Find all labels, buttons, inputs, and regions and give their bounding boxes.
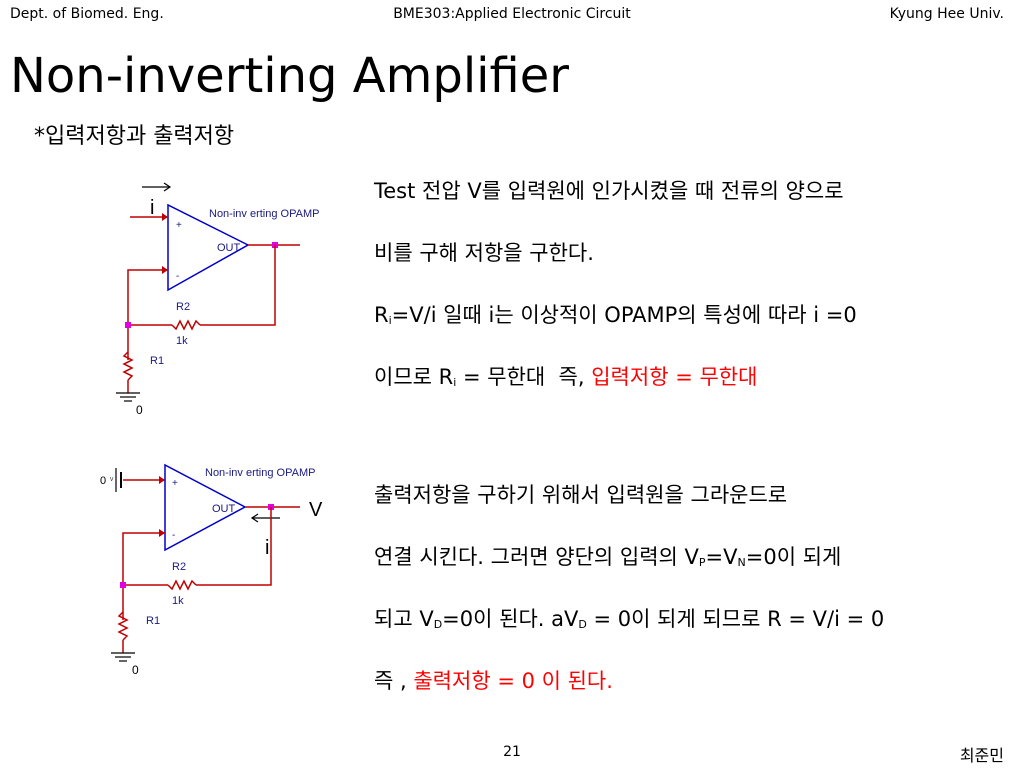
current-label: i (265, 537, 269, 559)
subscript: N (737, 556, 746, 569)
text-line-1: Test 전압 V를 입력원에 인가시켰을 때 전류의 양으로 (374, 179, 844, 203)
pin-arrow (162, 266, 168, 274)
r2-label: R2 (172, 561, 186, 573)
text-fragment: =0이 되게 (745, 545, 842, 569)
text-fragment: 즉 , (374, 669, 414, 693)
text-line-2: 비를 구해 저항을 구한다. (374, 241, 594, 265)
resistor-r1 (117, 611, 129, 641)
r1-label: R1 (146, 615, 160, 627)
page-number: 21 (503, 744, 521, 760)
feedback-wire (196, 507, 272, 586)
r2-value: 1k (176, 335, 188, 347)
r2-label: R2 (176, 301, 190, 313)
subscript: D (578, 618, 587, 631)
text-fragment: 이므로 R (374, 365, 454, 389)
pin-arrow (159, 529, 165, 537)
header-course: BME303:Applied Electronic Circuit (393, 6, 631, 22)
text-line-5: 출력저항을 구하기 위해서 입력원을 그라운드로 (374, 483, 788, 507)
circuit-output-resistance: 0 V Non-inv erting OPAMP + - OUT V i R2 … (100, 463, 323, 677)
opamp-label: Non-inv erting OPAMP (205, 467, 315, 479)
author-name: 최준민 (959, 746, 1004, 765)
feedback-node (120, 582, 126, 588)
text-fragment: R (374, 303, 389, 327)
pin-arrow (159, 476, 165, 484)
resistor-r1 (122, 351, 134, 381)
text-line-8: 즉 , 출력저항 = 0 이 된다. (374, 666, 1014, 696)
feedback-node (125, 322, 131, 328)
voltage-label: V (309, 499, 323, 521)
text-line-7: 되고 VD=0이 된다. aVD = 0이 되게 되므로 R = V/i = 0 (374, 604, 1014, 640)
text-fragment: = 무한대 즉, (456, 365, 592, 389)
current-label: i (150, 197, 154, 219)
resistor-r2 (171, 319, 201, 331)
source-label: 0 (100, 475, 106, 487)
arrow-head (250, 513, 259, 523)
minus-label: - (172, 530, 175, 541)
subscript: i (453, 376, 457, 389)
opamp-symbol (164, 463, 247, 552)
out-label: OUT (212, 503, 236, 515)
text-fragment: = 0이 되게 되므로 R = V/i = 0 (586, 607, 885, 631)
text-line-3: Ri=V/i 일때 i는 이상적이 OPAMP의 특성에 따라 i =0 (374, 300, 1014, 336)
text-fragment: 되고 V (374, 607, 434, 631)
highlight-output-resistance: 출력저항 = 0 이 된다. (413, 669, 613, 693)
ground-label: 0 (132, 663, 139, 677)
pin-arrow (162, 213, 168, 221)
r1-label: R1 (150, 355, 164, 367)
text-fragment: =V (705, 545, 738, 569)
slide-subtitle: *입력저항과 출력저항 (34, 124, 235, 149)
opamp-label: Non-inv erting OPAMP (209, 208, 319, 220)
subscript: D (433, 618, 443, 631)
header-department: Dept. of Biomed. Eng. (10, 6, 164, 22)
r2-value: 1k (172, 595, 184, 607)
plus-label: + (176, 220, 182, 231)
inv-input-wire (127, 269, 168, 360)
header-university: Kyung Hee Univ. (889, 6, 1004, 22)
opamp-symbol (167, 203, 250, 292)
plus-label: + (172, 478, 178, 489)
text-line-4: 이므로 Ri = 무한대 즉, 입력저항 = 무한대 (374, 362, 1014, 398)
text-fragment: =0이 된다. aV (442, 607, 579, 631)
highlight-input-resistance: 입력저항 = 무한대 (591, 365, 758, 389)
circuit-input-resistance: i Non-inv erting OPAMP + - OUT R2 1k R1 … (116, 182, 319, 417)
text-line-6: 연결 시킨다. 그러면 양단의 입력의 VP=VN=0이 되게 (374, 542, 1014, 578)
out-label: OUT (217, 242, 241, 254)
feedback-wire (200, 245, 276, 326)
ground-label: 0 (136, 403, 143, 417)
text-fragment: 연결 시킨다. 그러면 양단의 입력의 V (374, 545, 699, 569)
source-polarity: V (110, 477, 114, 483)
text-fragment: =V/i 일때 i는 이상적이 OPAMP의 특성에 따라 i =0 (391, 303, 857, 327)
subscript: P (698, 556, 706, 569)
subscript: i (388, 314, 392, 327)
slide-title: Non-inverting Amplifier (10, 48, 569, 104)
arrow-head (163, 182, 172, 192)
resistor-r2 (167, 579, 197, 591)
inv-input-wire (122, 532, 165, 620)
minus-label: - (176, 271, 179, 282)
